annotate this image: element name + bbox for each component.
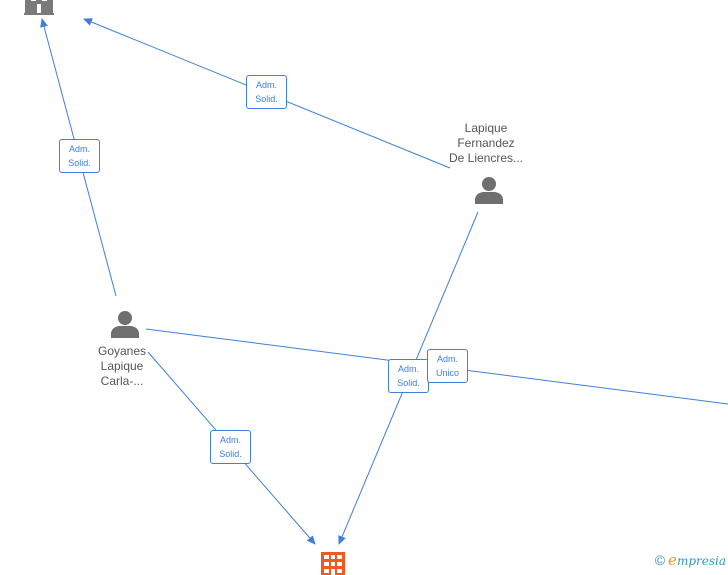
brand-initial: e [668,551,677,569]
copyright-symbol: © [654,552,666,568]
brand-logo: empresia [668,551,726,569]
person-lapique-name-line: Fernandez [457,136,515,150]
edge-label-line: Solid. [397,378,420,388]
edge-label-line: Solid. [255,94,278,104]
edge-label-line: Adm. [219,435,241,445]
person-lapique-name-line: Lapique [464,121,508,135]
edge-label-goyanes-right[interactable]: Adm. Unico [427,349,468,383]
edge-label-goyanes-top[interactable]: Adm. Solid. [59,139,100,173]
edge-label-line: Unico [435,368,459,378]
person-goyanes-name-line: Lapique [100,359,144,373]
edge-label-goyanes-bottom[interactable]: Adm. Solid. [210,430,251,464]
edge-label-line: Solid. [68,158,91,168]
edge-label-lapique-top[interactable]: Adm. Solid. [246,75,287,109]
person-lapique-name[interactable]: Lapique Fernandez De Liencres... [436,121,536,166]
person-goyanes-name[interactable]: Goyanes Lapique Carla-... [72,344,172,389]
person-lapique-name-line: De Liencres... [448,151,524,165]
bottom-company-building-icon[interactable] [321,552,345,575]
person-goyanes-icon[interactable] [110,310,140,343]
person-goyanes-name-line: Carla-... [100,374,144,388]
brand-rest: mpresia [676,554,726,568]
person-lapique-icon[interactable] [474,176,504,209]
edge-label-line: Adm. [436,354,458,364]
edge-label-lapique-bottom[interactable]: Adm. Solid. [388,359,429,393]
empresia-watermark: © empresia [655,551,726,569]
top-company-building-icon[interactable] [24,0,54,20]
person-goyanes-name-line: Goyanes [97,344,147,358]
edge-label-line: Adm. [397,364,419,374]
edge-label-line: Adm. [255,80,277,90]
edge-label-line: Adm. [68,144,90,154]
edge-label-line: Solid. [219,449,242,459]
